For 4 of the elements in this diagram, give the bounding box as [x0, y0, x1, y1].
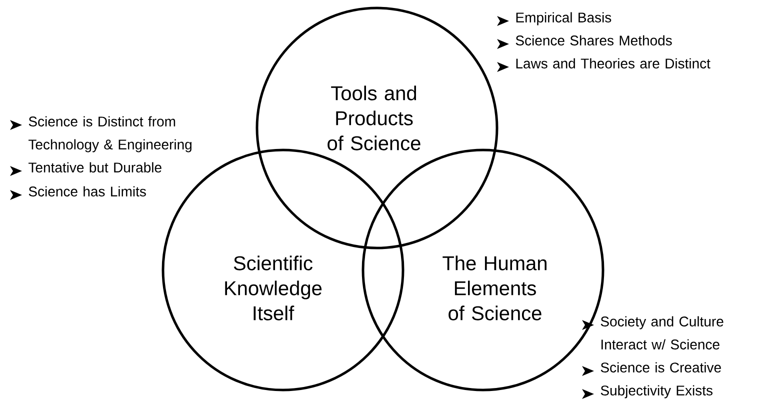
bullet-text: Science Shares Methods [516, 35, 672, 46]
bullet-text: Science has Limits [28, 186, 146, 196]
bullet-text: Laws and Theories are Distinct [516, 58, 710, 68]
bullet-text: Empirical Basis [516, 12, 612, 26]
